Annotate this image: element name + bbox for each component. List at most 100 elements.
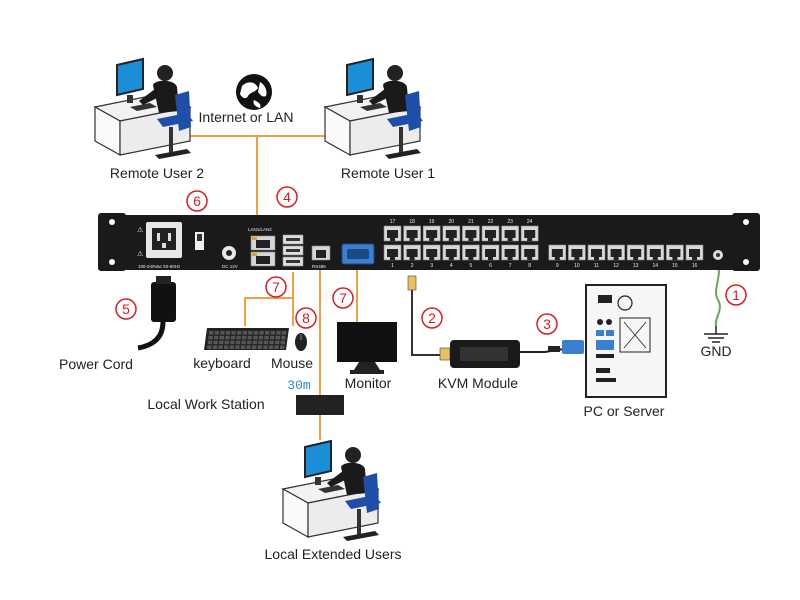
port-number-13: 13 [633,263,639,269]
kvm-switch-chassis: ⚠ ⚠ 100-240Vac 50-60Hz DC 12V LAN1/LAN2 [98,213,760,271]
rj45-port-17 [383,225,402,242]
keyboard-wire [244,272,294,326]
monitor-device [337,322,397,374]
rj45-port-13 [626,244,645,261]
callout-1: 1 [732,287,740,303]
callout-1-circle [725,284,747,306]
port-number-8: 8 [528,263,531,269]
ground-symbol [704,326,728,343]
dc-jack [222,246,236,260]
port-number-7: 7 [509,263,512,269]
rj45-port-24 [520,225,539,242]
remote-user-2-workstation [93,57,193,159]
monitor-label: Monitor [345,375,392,391]
rj45-port-19 [422,225,441,242]
port-number-18: 18 [409,219,415,225]
port-number-2: 2 [411,263,414,269]
pc-server-label: PC or Server [584,403,665,419]
extender-unit [296,395,344,415]
usb-ports [282,234,304,267]
port-number-11: 11 [594,263,599,269]
kvm-to-pc-cable [520,347,571,353]
ground-wire [714,261,721,327]
rj45-port-15 [666,244,684,261]
rs485-port [311,245,331,261]
rj45-port-16 [685,244,704,261]
port-number-12: 12 [613,263,619,269]
remote-user-2-label: Remote User 2 [110,165,204,181]
dc-label: DC 12V [222,264,238,269]
internet-globe [236,74,272,110]
power-switch [195,232,204,250]
callout-2-circle [421,307,443,329]
port-number-21: 21 [468,219,474,225]
callout-7-usb: 7 [272,279,280,295]
power-rating-text: 100-240Vac 50-60Hz [138,264,181,269]
rj45-port-10 [568,244,586,261]
lan-ports [250,235,276,267]
rj45-port-1 [383,244,402,261]
power-cord [137,276,176,351]
kvm-module-cable [411,282,448,356]
callout-6: 6 [193,193,201,209]
port-number-24: 24 [527,219,533,225]
callout-4-circle [276,186,298,208]
right-rack-ear [732,213,760,271]
pc-tower [585,284,667,398]
rj45-port-12 [607,244,625,261]
callout-5-circle [115,298,137,320]
rj45-ports-bottom-row [383,244,704,261]
rj45-port-8 [520,244,539,261]
pc-connectors [548,340,584,354]
callout-7a-circle [265,276,287,298]
port-number-15: 15 [672,263,678,269]
callout-7b-circle [332,287,354,309]
kvm-module-label: KVM Module [438,375,518,391]
rj45-port-9 [548,244,567,261]
port-number-5: 5 [470,263,473,269]
vga-port [341,243,375,265]
port-number-17: 17 [390,219,396,225]
lan-label: LAN1/LAN2 [248,227,272,232]
port-number-6: 6 [489,263,492,269]
callout-3: 3 [543,316,551,332]
callout-8-circle [295,307,317,329]
power-inlet: ⚠ ⚠ [137,222,182,258]
port-number-10: 10 [574,263,580,269]
rj45-port-4 [442,244,461,261]
callout-3-circle [536,313,558,335]
rj45-ports-top-row [383,225,539,242]
svg-text:⚠: ⚠ [137,226,144,234]
gnd-label: GND [700,343,731,359]
rj45-port-7 [501,244,519,261]
callout-8: 8 [302,310,310,326]
local-extended-users-label: Local Extended Users [265,546,402,562]
rj45-port-14 [646,244,665,261]
kvm-module [407,275,520,368]
rj45-port-18 [403,225,421,242]
callout-2: 2 [428,310,436,326]
callout-7-vga: 7 [339,290,347,306]
rj45-port-5 [462,244,480,261]
port-number-16: 16 [692,263,698,269]
rj45-port-22 [481,225,500,242]
rj45-port-21 [462,225,480,242]
callout-5: 5 [122,301,130,317]
port-number-4: 4 [450,263,453,269]
callout-4: 4 [283,189,291,205]
mouse-device [295,333,307,351]
internet-label: Internet or LAN [199,109,294,125]
rj45-port-6 [481,244,500,261]
remote-user-1-label: Remote User 1 [341,165,435,181]
port-number-14: 14 [653,263,659,269]
mouse-label: Mouse [271,355,313,371]
left-rack-ear [98,213,126,271]
port-number-22: 22 [488,219,494,225]
rj45-port-23 [501,225,519,242]
distance-label: 30m [287,378,311,393]
callouts: 1 2 3 4 5 6 7 7 8 [115,186,747,335]
rj45-port-20 [442,225,461,242]
